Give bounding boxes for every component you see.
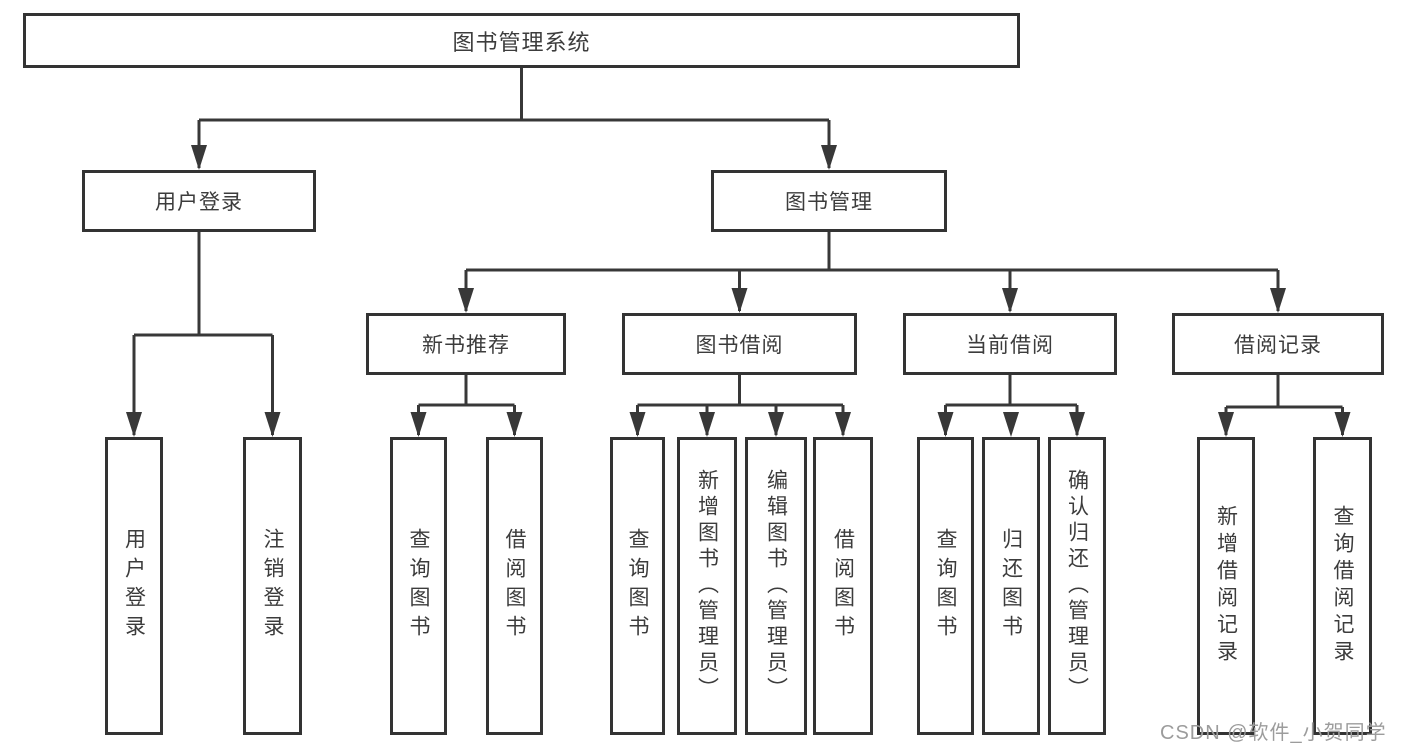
leaf-add-borrow-record: 新增借阅记录 xyxy=(1197,437,1255,735)
leaf-query-books-recommend: 查询图书 xyxy=(390,437,447,735)
leaf-query-borrow-record: 查询借阅记录 xyxy=(1313,437,1372,735)
arrowhead xyxy=(835,412,851,437)
leaf-confirm-return-admin: 确认归还（管理员） xyxy=(1048,437,1106,735)
arrowhead xyxy=(191,145,207,170)
leaf-borrow-books-recommend: 借阅图书 xyxy=(486,437,543,735)
node-new-book-recommend: 新书推荐 xyxy=(366,313,566,375)
leaf-logout: 注销登录 xyxy=(243,437,302,735)
node-user-login: 用户登录 xyxy=(82,170,316,232)
connector-new-book-recommend-to-leaves xyxy=(410,375,523,437)
leaf-query-books-current: 查询图书 xyxy=(917,437,974,735)
node-book-borrow: 图书借阅 xyxy=(622,313,857,375)
node-current-borrow: 当前借阅 xyxy=(903,313,1117,375)
connector-user-login-to-leaves xyxy=(126,232,281,437)
csdn-watermark: CSDN @软件_小贺同学 xyxy=(1160,722,1387,744)
node-root: 图书管理系统 xyxy=(23,13,1020,68)
node-borrow-records: 借阅记录 xyxy=(1172,313,1384,375)
arrowhead xyxy=(629,412,646,437)
arrowhead xyxy=(264,412,281,437)
node-book-management: 图书管理 xyxy=(711,170,947,232)
leaf-return-books: 归还图书 xyxy=(982,437,1040,735)
connector-root-to-level2 xyxy=(191,68,837,170)
connector-borrow-records-to-leaves xyxy=(1218,375,1351,437)
arrowhead xyxy=(937,412,954,437)
arrowhead xyxy=(126,412,142,437)
connector-book-management-to-level3 xyxy=(458,232,1286,313)
arrowhead xyxy=(1003,412,1019,437)
arrowhead xyxy=(1218,412,1234,437)
arrowhead xyxy=(1069,412,1085,437)
arrowhead xyxy=(821,145,837,170)
connector-book-borrow-to-leaves xyxy=(629,375,851,437)
leaf-borrow-books: 借阅图书 xyxy=(813,437,873,735)
arrowhead xyxy=(699,412,715,437)
leaf-user-login: 用户登录 xyxy=(105,437,163,735)
arrowhead xyxy=(506,412,523,437)
arrowhead xyxy=(410,412,427,437)
leaf-edit-books-admin: 编辑图书（管理员） xyxy=(745,437,807,735)
connector-current-borrow-to-leaves xyxy=(937,375,1085,437)
arrowhead xyxy=(1270,288,1286,313)
arrowhead xyxy=(458,288,474,313)
arrowhead xyxy=(768,412,784,437)
arrowhead xyxy=(1002,288,1018,313)
leaf-add-books-admin: 新增图书（管理员） xyxy=(677,437,737,735)
arrowhead xyxy=(731,288,748,313)
arrowhead xyxy=(1334,412,1351,437)
leaf-query-books-borrow: 查询图书 xyxy=(610,437,665,735)
